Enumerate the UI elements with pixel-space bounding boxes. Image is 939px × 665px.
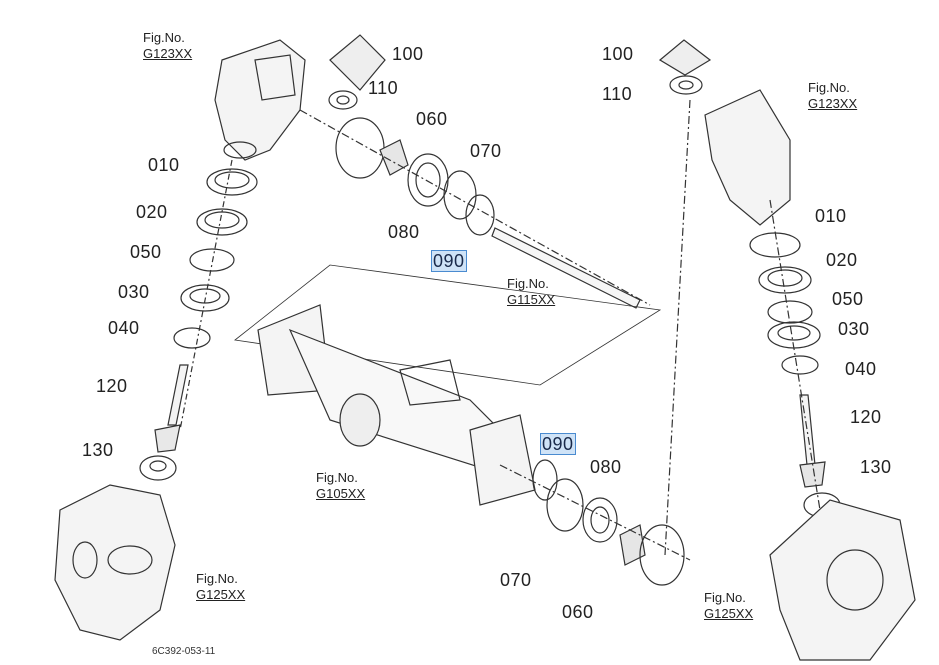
callout-050-left[interactable]: 050 [130,242,162,262]
callout-020-right[interactable]: 020 [826,250,858,270]
callout-030-left[interactable]: 030 [118,282,150,302]
callout-030-right[interactable]: 030 [838,319,870,339]
fig-prefix: Fig.No. [316,470,358,485]
callout-020-left[interactable]: 020 [136,202,168,222]
callout-010-left[interactable]: 010 [148,155,180,175]
fig-code: G125XX [704,606,754,621]
callout-060-center[interactable]: 060 [562,602,594,622]
callout-070-center[interactable]: 070 [500,570,532,590]
callout-130-left[interactable]: 130 [82,440,114,460]
callout-060-top[interactable]: 060 [416,109,448,129]
fig-prefix: Fig.No. [704,590,746,605]
callout-080-center[interactable]: 080 [590,457,622,477]
fig-ref-g123xx-right[interactable]: Fig.No.G123XX [808,80,857,112]
axle-housing [234,99,691,586]
callout-120-right[interactable]: 120 [850,407,882,427]
drawing-number: 6C392-053-11 [152,646,216,657]
fig-prefix: Fig.No. [507,276,549,291]
callout-090-center-highlighted[interactable]: 090 [540,433,576,455]
fig-prefix: Fig.No. [196,571,238,586]
callout-040-right[interactable]: 040 [845,359,877,379]
fig-code: G123XX [808,96,858,111]
left-ring-stack [139,159,258,481]
callout-100-top[interactable]: 100 [392,44,424,64]
left-upper-housing [214,39,306,161]
callout-040-left[interactable]: 040 [108,318,140,338]
callout-110-top[interactable]: 110 [368,78,399,98]
fig-code: G125XX [196,587,246,602]
fig-code: G123XX [143,46,193,61]
fig-code: G105XX [316,486,366,501]
callout-010-right[interactable]: 010 [815,206,847,226]
callout-100-right[interactable]: 100 [602,44,634,64]
fig-prefix: Fig.No. [143,30,185,45]
callout-050-right[interactable]: 050 [832,289,864,309]
callout-110-right[interactable]: 110 [602,84,633,104]
fig-prefix: Fig.No. [808,80,850,95]
fig-ref-g105xx[interactable]: Fig.No.G105XX [316,470,365,502]
left-lower-knuckle [54,484,176,641]
callout-120-left[interactable]: 120 [96,376,128,396]
fig-ref-g125xx-right[interactable]: Fig.No.G125XX [704,590,753,622]
fig-ref-g115xx[interactable]: Fig.No.G115XX [507,276,555,308]
callout-090-top-highlighted[interactable]: 090 [431,250,467,272]
upper-shaft-assembly [299,34,651,309]
callout-070-top[interactable]: 070 [470,141,502,161]
fig-ref-g123xx-left[interactable]: Fig.No.G123XX [143,30,192,62]
right-side-assembly [658,39,916,661]
callout-130-right[interactable]: 130 [860,457,892,477]
callout-080-top[interactable]: 080 [388,222,420,242]
fig-code: G115XX [507,292,556,307]
fig-ref-g125xx-left[interactable]: Fig.No.G125XX [196,571,245,603]
